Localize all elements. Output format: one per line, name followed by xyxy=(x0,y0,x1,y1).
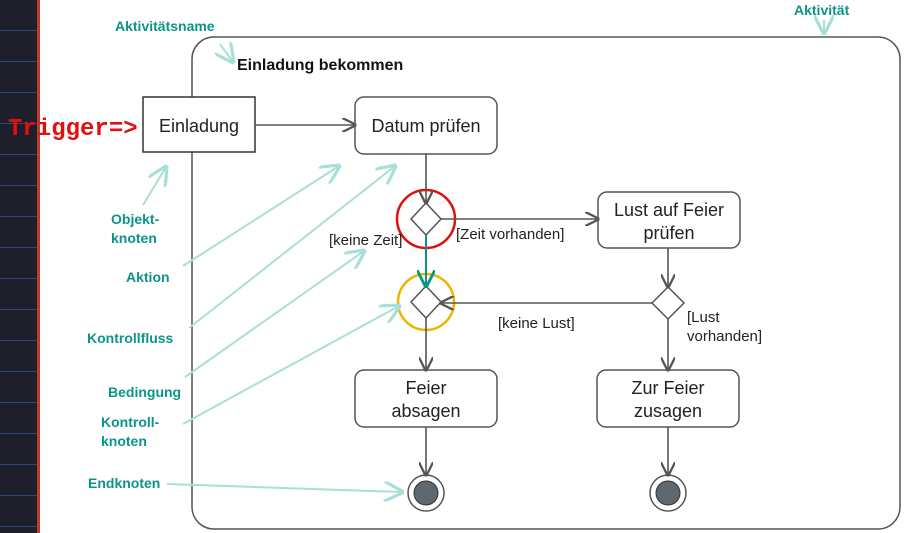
action-absagen-label-2: absagen xyxy=(391,401,460,421)
guard-zeit-vorhanden: [Zeit vorhanden] xyxy=(456,226,564,243)
action-zusagen-label-1: Zur Feier xyxy=(631,378,704,398)
action-absagen-label-1: Feier xyxy=(405,378,446,398)
guard-lust-vorhanden-1: [Lust xyxy=(687,309,720,326)
pointer-endknoten xyxy=(166,484,402,492)
guard-lust-vorhanden-2: vorhanden] xyxy=(687,328,762,345)
annotation-kontrollknoten-1: Kontroll- xyxy=(101,414,160,430)
sidebar-stripe xyxy=(0,0,40,533)
activity-title: Einladung bekommen xyxy=(237,57,403,74)
annotation-bedingung: Bedingung xyxy=(108,384,181,400)
pointer-aktivitaetsname xyxy=(220,44,233,62)
trigger-label: Trigger=> xyxy=(8,116,138,143)
pointer-kontrollknoten xyxy=(182,306,399,425)
annotation-aktion: Aktion xyxy=(126,269,170,285)
pointer-aktion xyxy=(182,166,339,267)
annotation-aktivitaetsname: Aktivitätsname xyxy=(115,18,215,34)
annotation-objektknoten-2: knoten xyxy=(111,230,157,246)
object-node xyxy=(142,96,256,153)
pointer-bedingung xyxy=(184,251,364,378)
sidebar-red-edge xyxy=(37,0,40,533)
guard-keine-zeit: [keine Zeit] xyxy=(329,232,402,249)
annotation-kontrollknoten-2: knoten xyxy=(101,433,147,449)
action-datum-label: Datum prüfen xyxy=(371,116,480,136)
action-lust-label-2: prüfen xyxy=(643,223,694,243)
action-zusagen-label-2: zusagen xyxy=(634,401,702,421)
annotation-kontrollfluss: Kontrollfluss xyxy=(87,330,174,346)
end-node-right-core xyxy=(655,480,681,506)
annotation-aktivitaet: Aktivität xyxy=(794,2,850,18)
annotation-endknoten: Endknoten xyxy=(88,475,160,491)
action-lust-label-1: Lust auf Feier xyxy=(614,200,724,220)
guard-keine-lust: [keine Lust] xyxy=(498,315,575,332)
end-node-left-core xyxy=(413,480,439,506)
object-node-label: Einladung xyxy=(159,116,239,136)
annotation-objektknoten-1: Objekt- xyxy=(111,211,160,227)
pointer-kontrollfluss xyxy=(188,166,395,329)
pointer-objektknoten xyxy=(142,167,166,206)
activity-frame xyxy=(191,36,901,530)
